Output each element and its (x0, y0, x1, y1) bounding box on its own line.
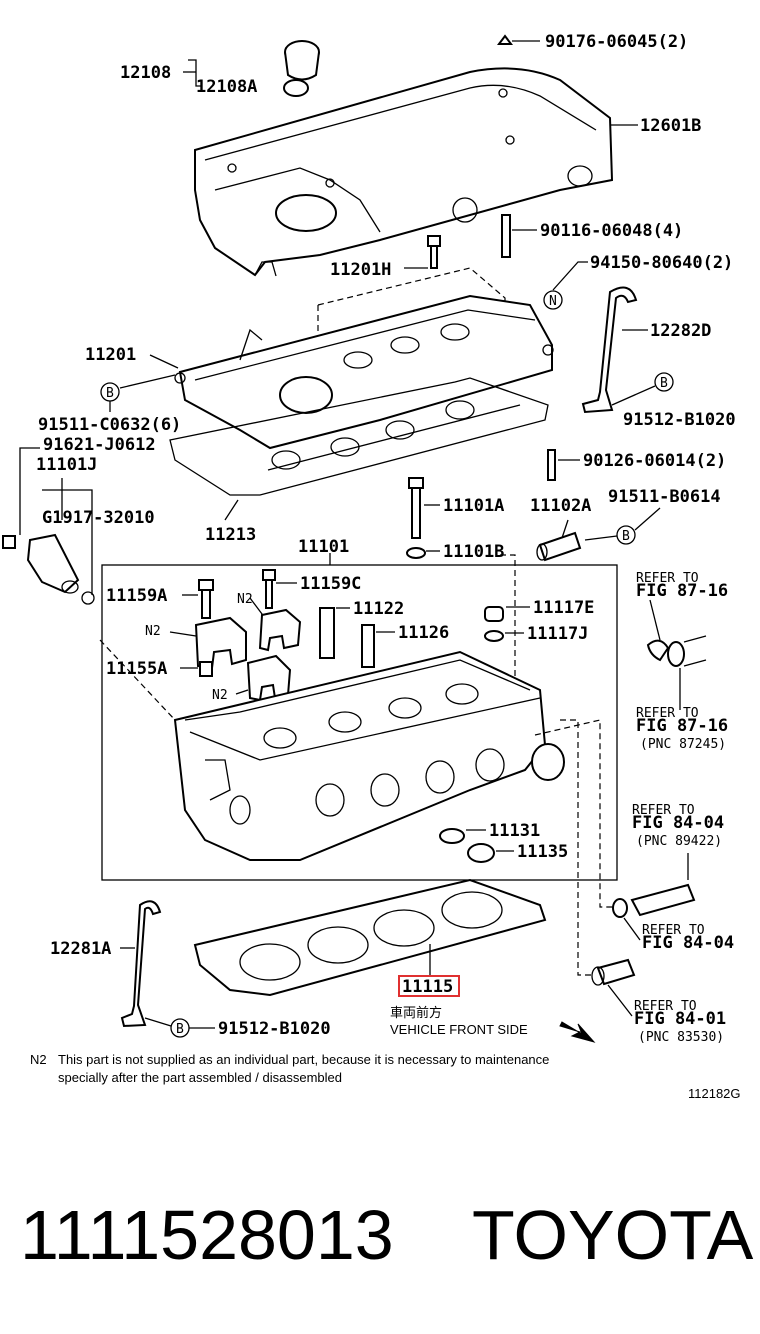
seal-11135-drawing (467, 843, 495, 863)
cylinder-head-drawing (173, 650, 565, 861)
note-line2: specially after the part assembled / dis… (58, 1070, 342, 1085)
brand-name: TOYOTA (472, 1196, 754, 1274)
part-number: 1111528013 (20, 1196, 394, 1274)
bolt-11101a-drawing (406, 477, 426, 559)
guide-11122-drawing (319, 607, 335, 659)
marker-b-3-text: B (622, 529, 630, 544)
marker-b-3 (616, 525, 636, 545)
hose-clamp-drawing (646, 635, 707, 667)
head-gasket-drawing (193, 878, 547, 997)
marker-b-1-text: B (106, 386, 114, 401)
cylinder-head-frame (101, 564, 618, 881)
label-11159a: 11159A (106, 586, 167, 606)
refer-5-line3: (PNC 83530) (638, 1030, 724, 1045)
label-11201h: 11201H (330, 260, 391, 280)
label-90126: 90126-06014(2) (583, 451, 726, 471)
label-11122: 11122 (353, 599, 404, 619)
marker-n-text: N (549, 294, 557, 309)
label-11135: 11135 (517, 842, 568, 862)
oil-pressure-switch-drawing (591, 958, 636, 986)
cylinder-head-cover-drawing (174, 294, 554, 450)
marker-b-2 (654, 372, 674, 392)
refer-2-line3: (PNC 87245) (640, 737, 726, 752)
label-11117j: 11117J (527, 624, 588, 644)
label-11101a: 11101A (443, 496, 504, 516)
marker-b-2-text: B (660, 376, 668, 391)
dowel-11155a-drawing (199, 661, 213, 677)
label-11131: 11131 (489, 821, 540, 841)
bolt-11159c-drawing (262, 569, 276, 609)
label-11159c: 11159C (300, 574, 361, 594)
bracket-12282d-drawing (581, 286, 638, 414)
refer-2-line2: FIG 87-16 (636, 716, 728, 736)
refer-1-line2: FIG 87-16 (636, 581, 728, 601)
marker-n (543, 290, 563, 310)
label-11101j: 11101J (36, 455, 97, 475)
stud-90116-drawing (501, 214, 511, 258)
label-11155a: 11155A (106, 659, 167, 679)
footer: 1111528013 TOYOTA (0, 1190, 760, 1280)
label-91621: 91621-J0612 (43, 435, 156, 455)
label-91511b: 91511-B0614 (608, 487, 721, 507)
label-91511c: 91511-C0632(6) (38, 415, 181, 435)
label-11102a: 11102A (530, 496, 591, 516)
plug-11117e-drawing (484, 606, 504, 642)
diagram-code: 112182G (688, 1086, 741, 1101)
highlight-box-11115 (398, 975, 460, 997)
oil-filler-cap-drawing (283, 40, 320, 97)
bolt-11201h-drawing (427, 235, 441, 269)
label-12282d: 12282D (650, 321, 711, 341)
label-11126: 11126 (398, 623, 449, 643)
guide-11126-drawing (361, 624, 375, 668)
nut-90176-drawing (497, 34, 513, 45)
refer-5-line1: REFER TO (634, 999, 697, 1014)
front-side-en: VEHICLE FRONT SIDE (390, 1022, 528, 1037)
label-g1917: G1917-32010 (42, 508, 155, 528)
label-94150: 94150-80640(2) (590, 253, 733, 273)
note-line1: This part is not supplied as an individu… (58, 1052, 549, 1067)
refer-3-line1: REFER TO (632, 803, 695, 818)
refer-2-line1: REFER TO (636, 706, 699, 721)
label-11117e: 11117E (533, 598, 594, 618)
label-91512-upper: 91512-B1020 (623, 410, 736, 430)
stud-90126-drawing (547, 449, 556, 481)
refer-5-line2: FIG 84-01 (634, 1009, 726, 1029)
label-90176: 90176-06045(2) (545, 32, 688, 52)
label-11101b: 11101B (443, 542, 504, 562)
n2-mark-2: N2 (145, 624, 161, 639)
label-90116: 90116-06048(4) (540, 221, 683, 241)
label-12281a: 12281A (50, 939, 111, 959)
label-91512-lower: 91512-B1020 (218, 1019, 331, 1039)
refer-4-line1: REFER TO (642, 923, 705, 938)
note-label: N2 (30, 1052, 47, 1067)
n2-mark-3: N2 (212, 688, 228, 703)
bolt-11159a-drawing (198, 579, 214, 619)
label-11201: 11201 (85, 345, 136, 365)
front-arrow-icon (559, 1021, 596, 1043)
label-12601b: 12601B (640, 116, 701, 136)
refer-3-line2: FIG 84-04 (632, 813, 724, 833)
head-cover-gasket-drawing (169, 377, 549, 496)
cam-cap-drawing (194, 608, 302, 702)
bracket-12281a-drawing (120, 900, 162, 1028)
sensor-11102a-drawing (536, 531, 582, 562)
refer-1-line1: REFER TO (636, 571, 699, 586)
label-11213: 11213 (205, 525, 256, 545)
label-11101: 11101 (298, 537, 349, 557)
label-12108: 12108 (120, 63, 171, 83)
marker-b-4-text: B (176, 1022, 184, 1037)
refer-3-line3: (PNC 89422) (636, 834, 722, 849)
n2-mark-1: N2 (237, 592, 253, 607)
ocv-valve-drawing (2, 533, 95, 605)
label-12108a: 12108A (196, 77, 257, 97)
refer-4-line2: FIG 84-04 (642, 933, 734, 953)
ring-11131-drawing (439, 828, 465, 844)
engine-cover-drawing (194, 67, 614, 277)
label-11115: 11115 (402, 977, 453, 997)
temperature-sensor-drawing (612, 883, 696, 918)
front-side-jp: 車両前方 (390, 1005, 442, 1020)
